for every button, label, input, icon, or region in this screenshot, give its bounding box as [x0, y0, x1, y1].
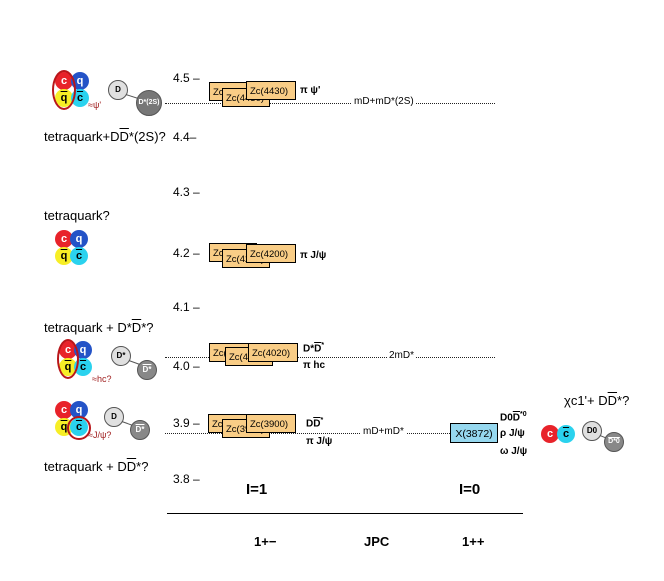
jpc-right-label: 1++	[462, 534, 485, 549]
channel-3900-dd: DD*	[306, 417, 324, 430]
tick-4.5: 4.5 –	[173, 71, 200, 85]
label-tetraquark: tetraquark?	[44, 208, 110, 223]
threshold-label-4430: mD+mD*(2S)	[352, 96, 416, 107]
isospin-1-label: I=1	[246, 481, 268, 498]
axis-line	[167, 513, 523, 514]
tick-4.4: 4.4–	[173, 130, 197, 144]
zc-box-4020-c: Zc(4020)	[248, 343, 298, 362]
label-tetraquark-dstar: tetraquark + D*D*?	[44, 320, 154, 335]
channel-4020-dd: D*D*	[303, 342, 325, 355]
zc-box-3900-c: Zc(3900)	[246, 414, 296, 433]
channel-4020-hc: π hc	[303, 360, 326, 371]
tick-3.8: 3.8 –	[173, 472, 200, 486]
threshold-label-3900: mD+mD*	[361, 426, 406, 437]
threshold-line-3900	[165, 433, 450, 434]
zc-box-4200-c: Zc(4200)	[246, 244, 296, 263]
binding-ring	[52, 70, 76, 110]
tick-3.9: 3.9 –	[173, 416, 200, 430]
threshold-line-4430	[165, 103, 495, 104]
binding-ring	[67, 416, 91, 440]
d-meson: D	[108, 80, 128, 100]
dstar2s-meson: D*(2S)	[136, 90, 162, 116]
d0-meson: D0	[582, 421, 602, 441]
x3872-channel-omega: ω J/ψ	[500, 446, 528, 457]
channel-4200: π J/ψ	[300, 250, 327, 261]
x3872-channel-rho: ρ J/ψ	[500, 428, 525, 439]
psi2s-label: ≈ψ'	[88, 100, 102, 110]
dbarstar-meson: D*	[130, 420, 150, 440]
threshold-line-4020	[165, 357, 495, 358]
zc-box-4430-c: Zc(4430)	[246, 81, 296, 100]
tick-4.2: 4.2 –	[173, 246, 200, 260]
jpc-left-label: 1+−	[254, 534, 277, 549]
x3872-box: X(3872)	[450, 423, 498, 443]
tick-4.3: 4.3 –	[173, 185, 200, 199]
d-meson: D	[104, 407, 124, 427]
label-tetraquark-dd2s: tetraquark+DD*(2S)?	[44, 129, 166, 144]
threshold-label-4020: 2mD*	[387, 350, 417, 361]
x3872-channel-dd: D0D*0	[500, 411, 527, 424]
dbar0-meson: D*0	[604, 432, 624, 452]
chi-c1-label: χc1'+ DD*?	[564, 393, 630, 408]
dbarstar-meson: D*	[137, 360, 157, 380]
dstar-meson: D*	[111, 346, 131, 366]
hc-label: ≈hc?	[92, 374, 112, 384]
quark-q: q	[70, 401, 88, 419]
jpc-center-label: JPC	[364, 534, 390, 549]
quark-qbar: q	[55, 247, 73, 265]
tick-4.0: 4.0 –	[173, 359, 200, 373]
label-tetraquark-ddstar: tetraquark + DD*?	[44, 459, 149, 474]
jpsi-label: ≈J/ψ?	[88, 430, 112, 440]
quark-c: c	[55, 230, 73, 248]
quark-cbar: c	[70, 247, 88, 265]
channel-3900-jpsi: π J/ψ	[306, 436, 333, 447]
quark-cbar: c	[557, 425, 575, 443]
quark-q: q	[70, 230, 88, 248]
quark-c: c	[55, 401, 73, 419]
binding-ring	[57, 339, 79, 379]
tick-4.1: 4.1 –	[173, 300, 200, 314]
isospin-0-label: I=0	[459, 481, 481, 498]
quark-c: c	[541, 425, 559, 443]
channel-4430: π ψ'	[300, 85, 321, 96]
